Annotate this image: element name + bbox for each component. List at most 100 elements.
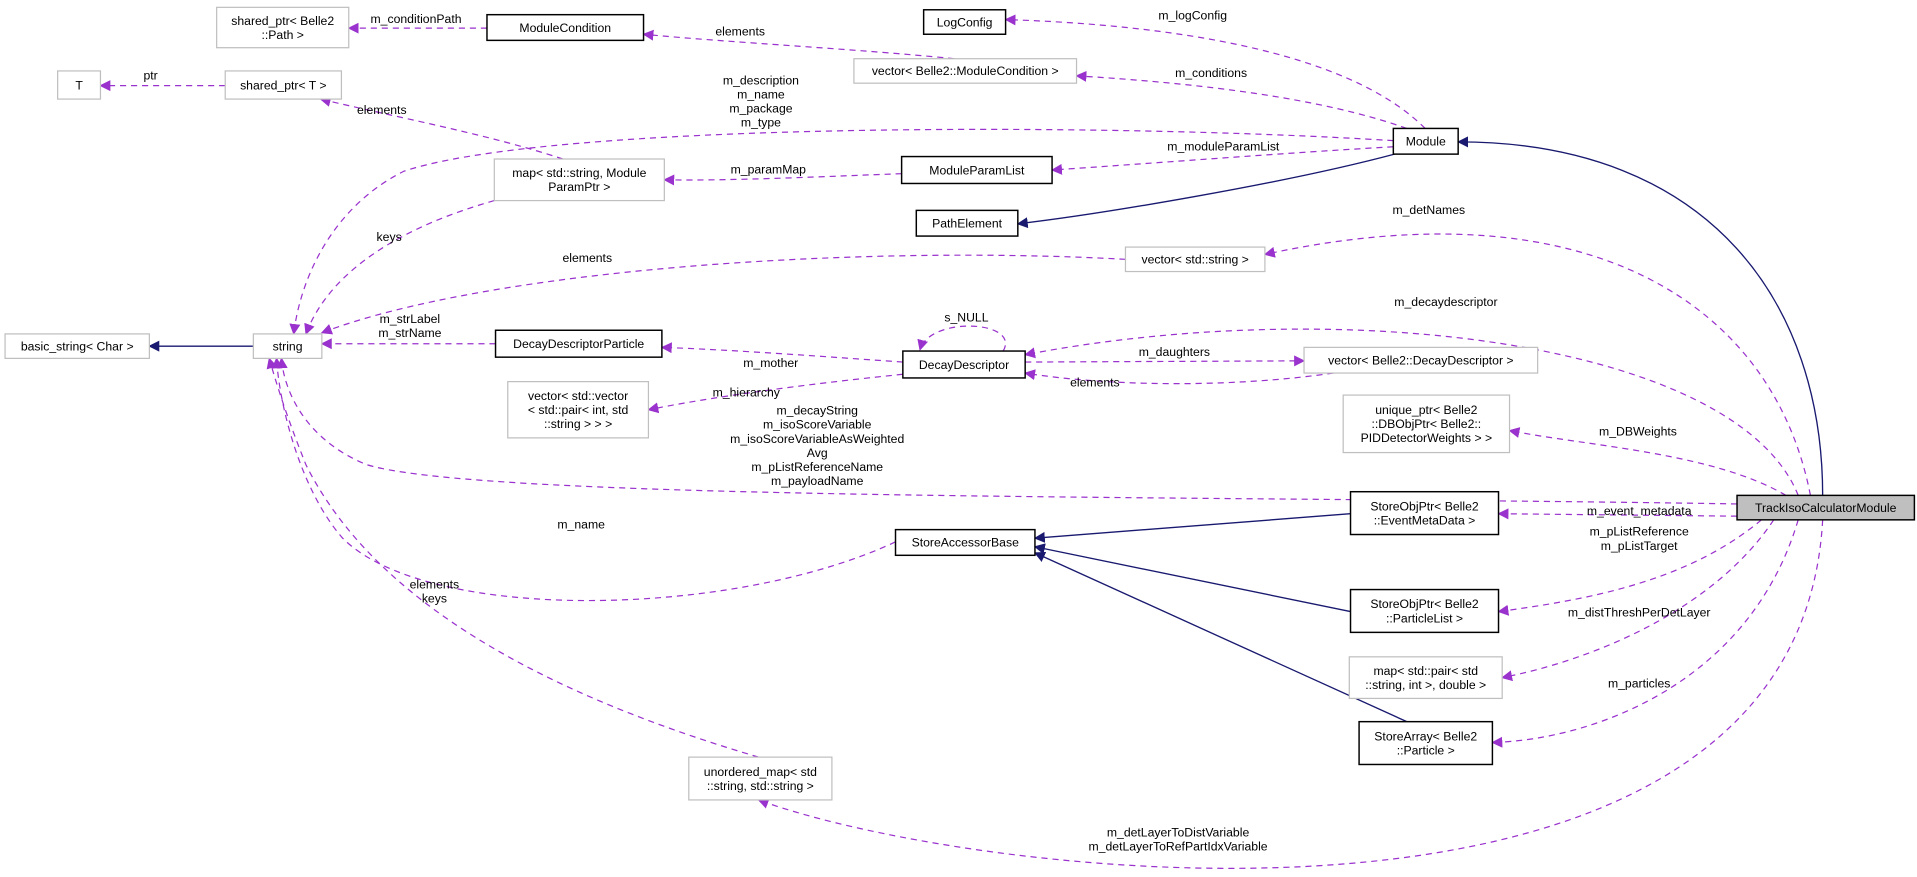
edge-label: m_conditions xyxy=(1175,66,1247,80)
edge-label: ptr xyxy=(143,69,157,83)
inheritance-edge-sapart-to-sab xyxy=(1033,551,1408,723)
node-label: string xyxy=(273,339,303,353)
node-box xyxy=(493,158,665,202)
edge-label: m_detLayerToDistVariable xyxy=(1107,826,1250,840)
node-box xyxy=(252,333,323,359)
class-node-bstr: basic_string< Char > xyxy=(4,333,150,359)
node-label: StoreObjPtr< Belle2 xyxy=(1370,499,1479,513)
node-label: ParamPtr > xyxy=(548,180,610,194)
class-node-sab[interactable]: StoreAccessorBase xyxy=(894,528,1036,557)
edge-label: m_decayString xyxy=(776,404,858,418)
usage-edge-vecstr-to-string: elements xyxy=(320,251,1126,335)
edge-line xyxy=(1016,153,1395,229)
usage-edge-track-to-mappair: m_distThreshPerDetLayer xyxy=(1501,519,1775,682)
node-box xyxy=(216,6,350,49)
node-box xyxy=(853,58,1078,84)
class-node-ddp[interactable]: DecayDescriptorParticle xyxy=(494,329,663,358)
usage-edge-mapmp-to-spT: elements xyxy=(319,96,564,160)
node-label: unordered_map< std xyxy=(704,765,817,779)
edge-label: m_package xyxy=(729,102,792,116)
node-label: vector< std::string > xyxy=(1142,253,1249,267)
edge-line xyxy=(642,29,955,60)
class-node-track[interactable]: TrackIsoCalculatorModule xyxy=(1736,494,1916,521)
node-label: Module xyxy=(1406,135,1446,149)
edge-label: m_payloadName xyxy=(771,474,864,488)
node-label: vector< Belle2::DecayDescriptor > xyxy=(1328,353,1513,367)
edge-line xyxy=(663,173,902,186)
edge-line xyxy=(1263,233,1812,496)
edge-label: m_distThreshPerDetLayer xyxy=(1568,605,1711,619)
node-box xyxy=(1736,494,1916,521)
usage-edge-track-to-string: m_decayStringm_isoScoreVariablem_isoScor… xyxy=(276,357,1738,505)
node-label: ::string > > > xyxy=(544,417,612,431)
edge-label: elements xyxy=(357,103,407,117)
edge-label: m_pListReference xyxy=(1590,525,1689,539)
edge-line xyxy=(757,519,1824,869)
edge-line xyxy=(1508,427,1787,496)
node-label: shared_ptr< T > xyxy=(240,78,327,92)
inheritance-edge-sopl-to-sab xyxy=(1033,543,1351,613)
edge-label: m_logConfig xyxy=(1158,9,1227,23)
edge-line xyxy=(1491,519,1799,748)
edge-line xyxy=(1075,70,1407,130)
node-box xyxy=(900,155,1053,185)
node-label: PIDDetectorWeights > > xyxy=(1361,431,1493,445)
edge-line xyxy=(289,128,1394,336)
edge-line xyxy=(1497,519,1762,616)
class-node-sapart[interactable]: StoreArray< Belle2::Particle > xyxy=(1358,720,1494,766)
node-label: map< std::pair< std xyxy=(1373,664,1478,678)
node-label: StoreAccessorBase xyxy=(912,536,1020,550)
node-box xyxy=(922,9,1007,35)
class-node-uniq: unique_ptr< Belle2::DBObjPtr< Belle2::PI… xyxy=(1342,394,1511,454)
class-node-pathel[interactable]: PathElement xyxy=(915,209,1019,237)
class-node-sopl[interactable]: StoreObjPtr< Belle2::ParticleList > xyxy=(1349,588,1500,634)
usage-edge-module-to-vecmc: m_conditions xyxy=(1075,66,1407,130)
nodes-layer: shared_ptr< Belle2::Path > ModuleConditio… xyxy=(4,6,1916,801)
class-node-mpl[interactable]: ModuleParamList xyxy=(900,155,1053,185)
usage-edge-module-to-logcfg: m_logConfig xyxy=(1004,9,1426,129)
class-node-sp_path: shared_ptr< Belle2::Path > xyxy=(216,6,350,49)
node-box xyxy=(1392,127,1459,155)
edges-layer: m_conditionPath elements m_logConfig m_cond… xyxy=(99,9,1824,869)
usage-edge-track-to-somd: m_event_metadata xyxy=(1497,504,1738,520)
edge-label: m_paramMap xyxy=(731,163,807,177)
edge-line xyxy=(271,357,896,602)
usage-edge-track-to-dd: m_decaydescriptor xyxy=(1024,295,1799,496)
node-label: StoreArray< Belle2 xyxy=(1374,729,1477,743)
class-node-module[interactable]: Module xyxy=(1392,127,1459,155)
edge-line xyxy=(1033,551,1408,723)
class-node-somd[interactable]: StoreObjPtr< Belle2::EventMetaData > xyxy=(1349,490,1500,536)
edge-label: elements xyxy=(410,577,460,591)
edge-label: m_type xyxy=(741,116,781,130)
class-node-modcond[interactable]: ModuleCondition xyxy=(486,13,645,42)
usage-edge-spT-to-T: ptr xyxy=(99,69,226,92)
edge-line xyxy=(1025,355,1306,367)
edge-line xyxy=(319,96,564,160)
edge-label: m_strLabel xyxy=(380,312,440,326)
class-node-logcfg[interactable]: LogConfig xyxy=(922,9,1007,35)
edge-label: m_hierarchy xyxy=(713,385,781,399)
class-node-vecvec: vector< std::vector< std::pair< int, std… xyxy=(507,381,650,439)
node-label: unique_ptr< Belle2 xyxy=(1375,403,1477,417)
edge-line xyxy=(276,357,1738,505)
node-label: StoreObjPtr< Belle2 xyxy=(1370,597,1479,611)
edge-label: m_event_metadata xyxy=(1587,504,1692,518)
edge-label: m_conditionPath xyxy=(371,12,462,26)
edge-label: s_NULL xyxy=(944,311,988,325)
class-node-dd[interactable]: DecayDescriptor xyxy=(902,350,1026,379)
class-node-vecstr: vector< std::string > xyxy=(1124,246,1266,273)
node-label: map< std::string, Module xyxy=(512,166,646,180)
node-label: vector< Belle2::ModuleCondition > xyxy=(872,64,1059,78)
node-label: ::EventMetaData > xyxy=(1374,513,1476,527)
node-label: TrackIsoCalculatorModule xyxy=(1755,501,1897,515)
node-label: < std::pair< int, std xyxy=(528,403,629,417)
node-box xyxy=(57,70,102,100)
edge-line xyxy=(917,325,1007,352)
usage-edge-vecmc-to-modcond: elements xyxy=(642,24,955,60)
edge-line xyxy=(660,342,903,363)
edge-label: m_daughters xyxy=(1139,345,1210,359)
edge-line xyxy=(1457,136,1824,496)
